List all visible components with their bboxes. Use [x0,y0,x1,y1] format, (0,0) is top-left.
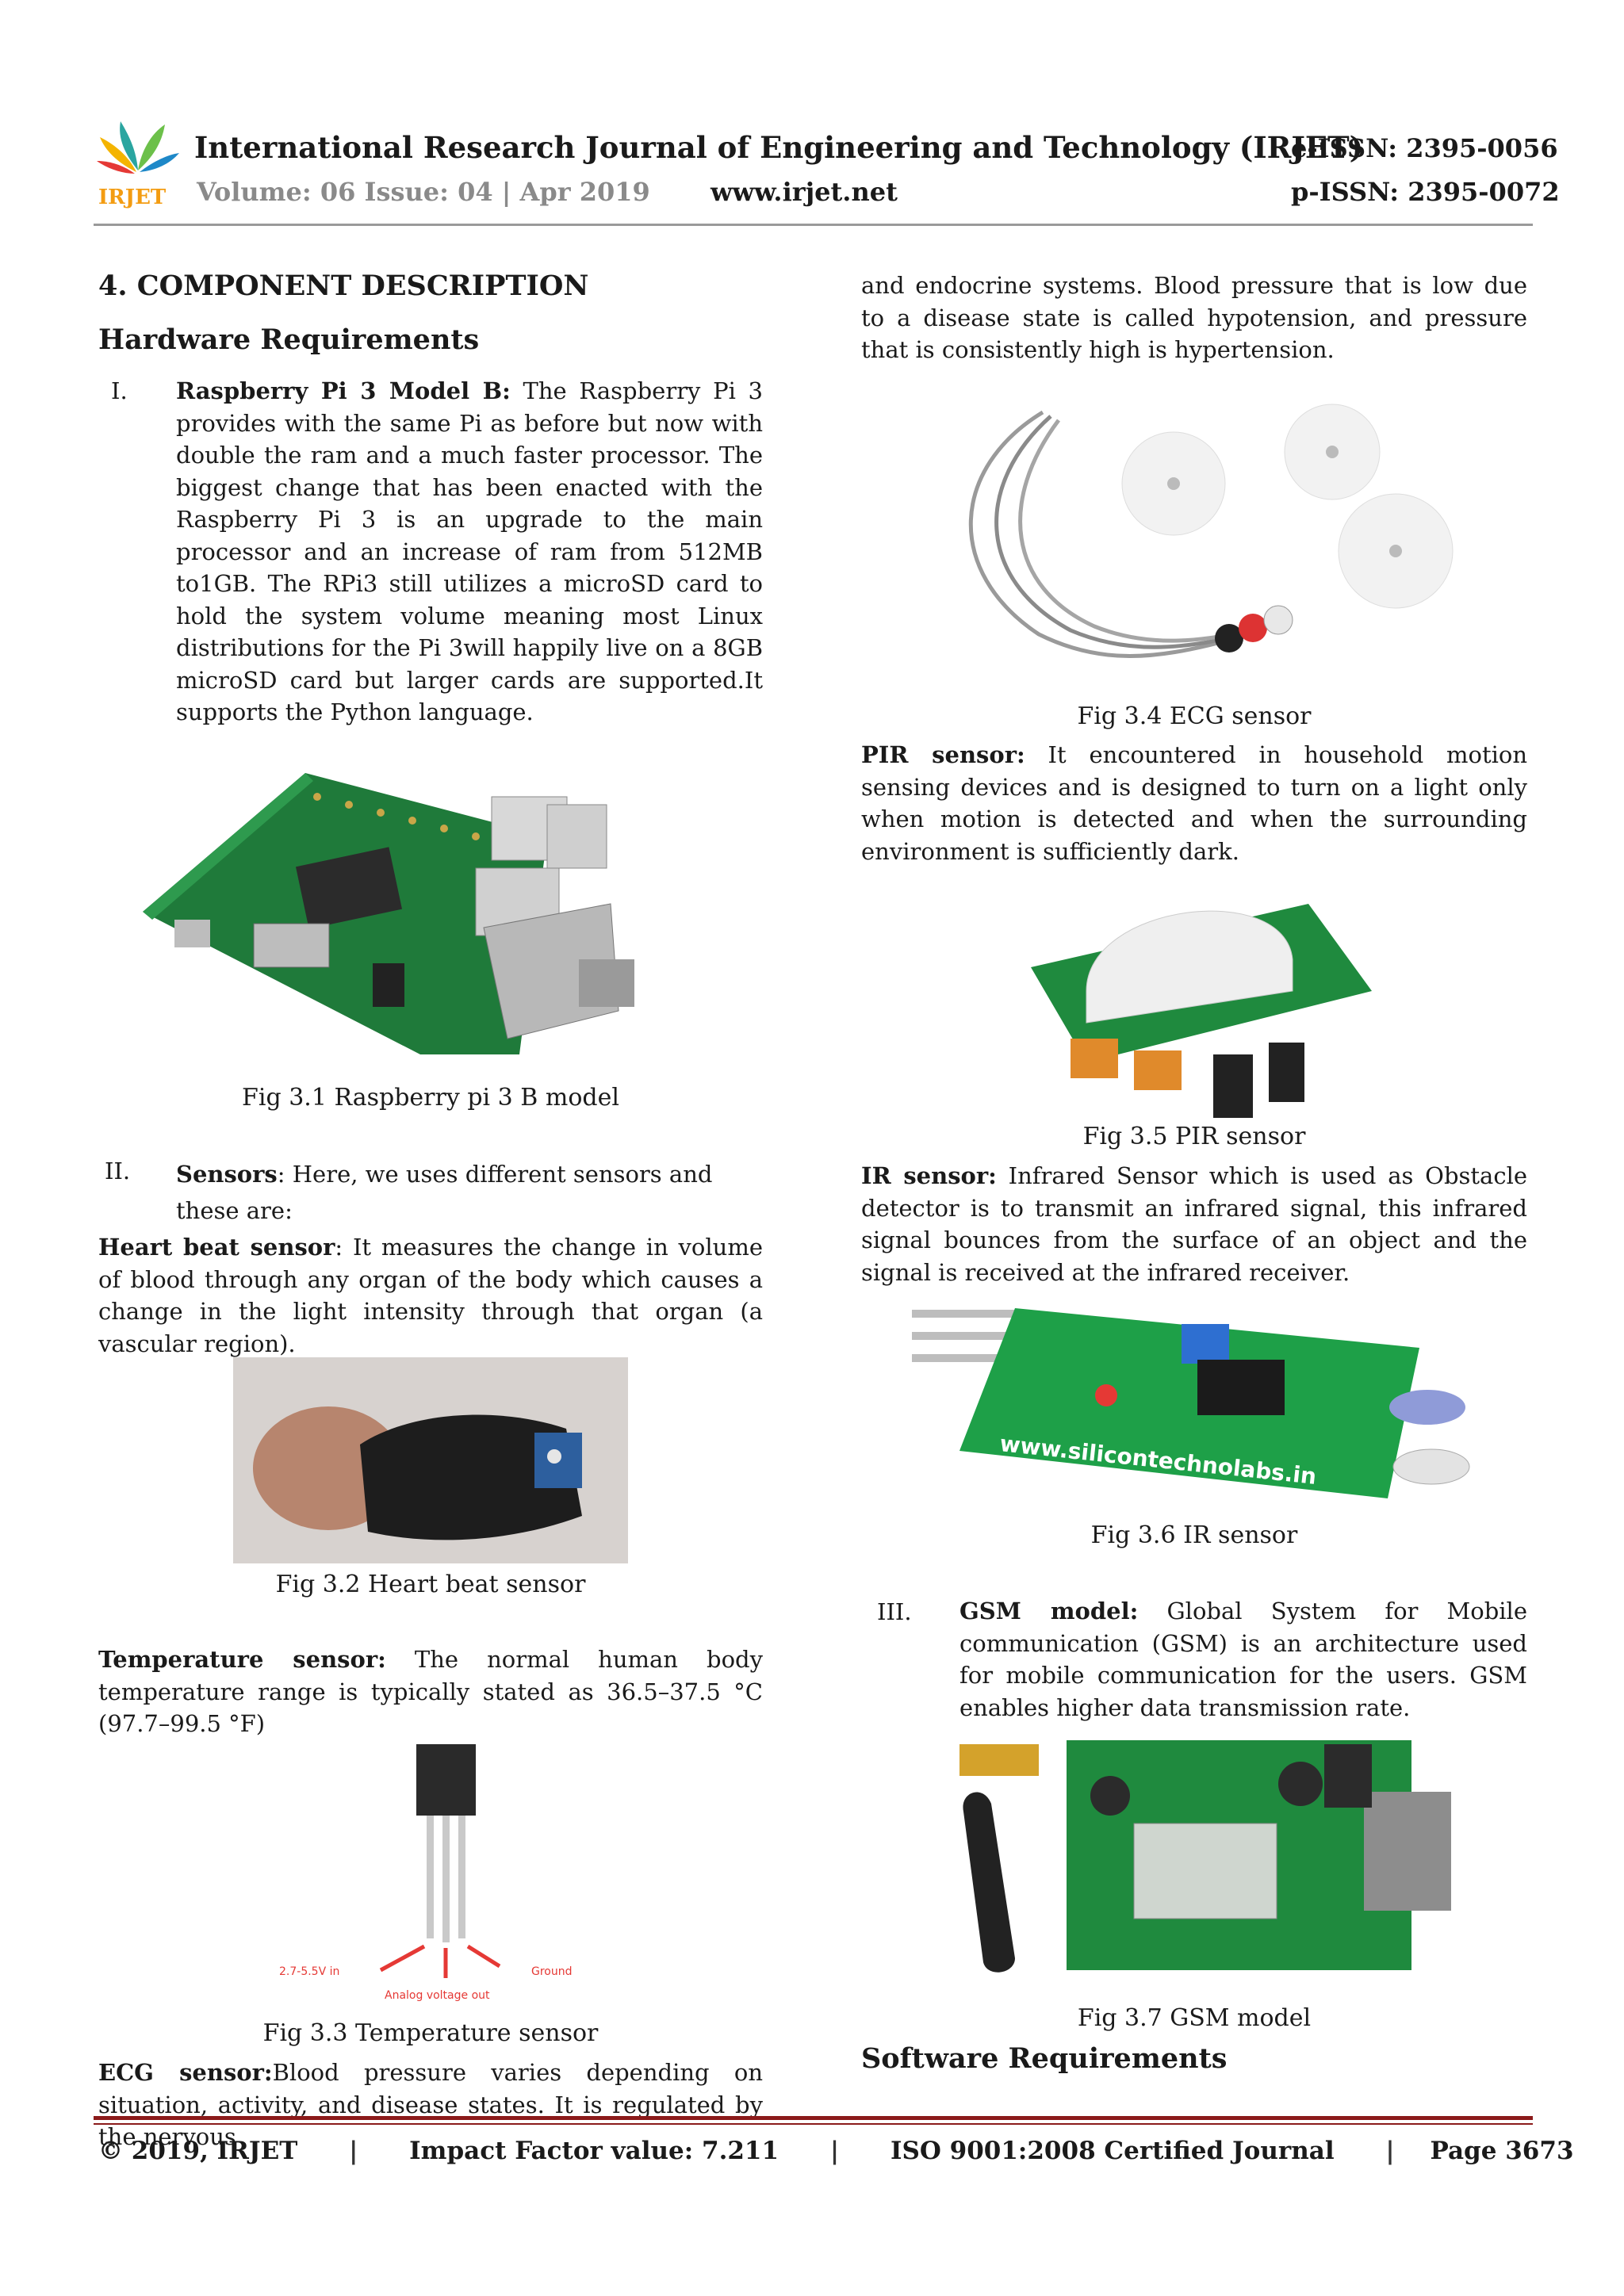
fig-3-3-caption: Fig 3.3 Temperature sensor [262,2019,599,2047]
sensors-paragraph: Sensors: Here, we uses different sensors… [176,1161,713,1224]
section-heading: 4. COMPONENT DESCRIPTION [98,270,589,302]
raspberry-pi-image [143,773,634,1054]
irjet-logo: IRJET [97,121,179,209]
p-issn: p-ISSN: 2395-0072 [1291,177,1560,207]
item-numeral: II. [105,1158,131,1184]
footer-separator: | [1385,2137,1395,2165]
ecg-sensor-image [968,404,1454,658]
fig-3-7-caption: Fig 3.7 GSM model [1077,2004,1312,2032]
ir-paragraph: IR sensor: Infrared Sensor which is used… [861,1162,1528,1286]
ir-sensor-image: www.silicontechnolabs.in [912,1308,1470,1498]
heart-beat-paragraph: Heart beat sensor: It measures the chang… [98,1234,764,1357]
footer-divider [94,2123,1533,2125]
gsm-paragraph: GSM model: Global System for Mobile comm… [959,1598,1527,1721]
item-numeral: I. [111,377,128,404]
temperature-paragraph: Temperature sensor: The normal human bod… [98,1646,763,1737]
journal-website-link[interactable]: www.irjet.net [710,177,898,207]
fig-3-6-caption: Fig 3.6 IR sensor [1090,1521,1298,1549]
journal-title: International Research Journal of Engine… [194,130,1364,165]
e-issn: e-ISSN: 2395-0056 [1291,133,1558,163]
fig-3-4-caption: Fig 3.4 ECG sensor [1077,702,1312,730]
svg-text:IRJET: IRJET [98,186,167,209]
impact-factor: Impact Factor value: 7.211 [409,2137,779,2165]
fig-3-2-caption: Fig 3.2 Heart beat sensor [275,1571,586,1598]
svg-text:Ground: Ground [531,1965,573,1978]
gsm-module-image [959,1740,1451,1973]
fig-3-1-caption: Fig 3.1 Raspberry pi 3 B model [242,1084,619,1112]
software-requirements-heading: Software Requirements [861,2042,1228,2075]
footer-separator: | [829,2137,840,2165]
page-number: Page 3673 [1430,2137,1574,2165]
svg-text:2.7-5.5V in: 2.7-5.5V in [279,1965,339,1978]
svg-text:Analog voltage out: Analog voltage out [385,1989,490,2002]
pir-paragraph: PIR sensor: It encountered in household … [861,741,1528,865]
copyright: © 2019, IRJET [98,2137,298,2165]
ecg-paragraph: ECG sensor:Blood pressure varies dependi… [98,2059,763,2150]
ecg-paragraph-continued: and endocrine systems. Blood pressure th… [861,272,1527,363]
temperature-sensor-image: 2.7-5.5V in Ground Analog voltage out [279,1744,573,2002]
footer-divider [94,2116,1533,2120]
heart-beat-sensor-image [233,1357,628,1563]
volume-issue: Volume: 06 Issue: 04 | Apr 2019 [197,177,650,207]
pir-sensor-image [1031,904,1372,1118]
iso-certification: ISO 9001:2008 Certified Journal [890,2137,1335,2165]
fig-3-5-caption: Fig 3.5 PIR sensor [1082,1123,1306,1150]
header-divider [94,224,1533,226]
item-numeral: III. [877,1598,912,1625]
hardware-requirements-heading: Hardware Requirements [98,323,480,356]
footer-separator: | [349,2137,358,2165]
page-footer: © 2019, IRJET | Impact Factor value: 7.2… [98,2137,1574,2165]
raspberry-pi-paragraph: Raspberry Pi 3 Model B: The Raspberry Pi… [176,377,764,725]
